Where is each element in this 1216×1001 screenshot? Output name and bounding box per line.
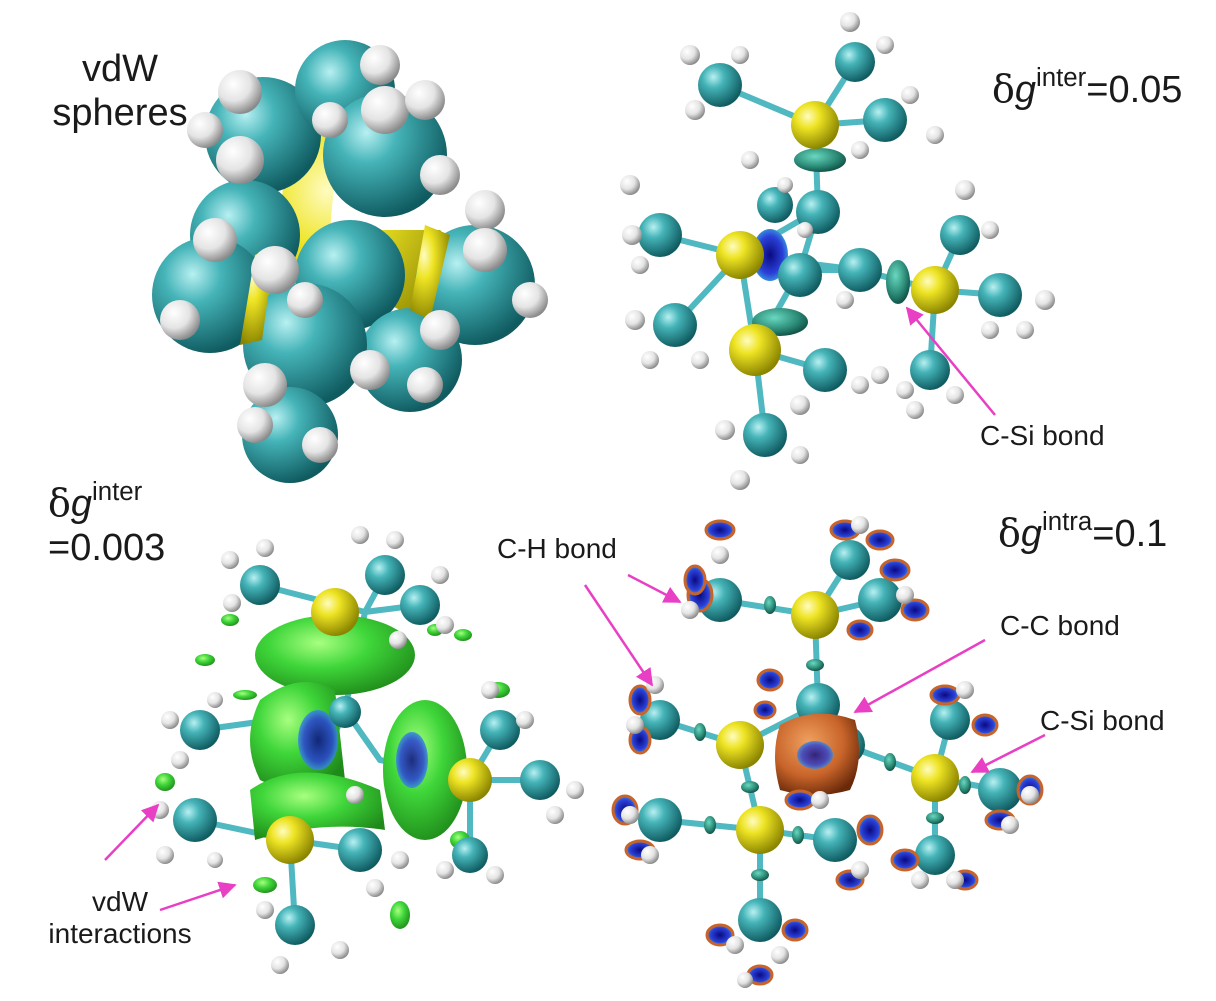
- h-sphere: [237, 407, 273, 443]
- g-symbol: g: [1020, 513, 1043, 555]
- h-sphere: [420, 310, 460, 350]
- label-dg-inter-0003: δginter =0.003: [48, 479, 166, 570]
- c-sphere: [323, 93, 447, 217]
- h-sphere: [463, 228, 507, 272]
- label-vdw-spheres-line1: vdW: [82, 48, 158, 90]
- h-sphere: [187, 112, 223, 148]
- label-ch-bond: C-H bond: [497, 533, 617, 564]
- g-symbol: g: [1014, 69, 1037, 111]
- h-sphere: [360, 45, 400, 85]
- value: =0.003: [48, 526, 166, 569]
- delta-symbol: δ: [48, 481, 71, 525]
- label-vdw-interactions-line2: interactions: [48, 918, 192, 950]
- h-sphere: [251, 246, 299, 294]
- arrow-vdw-1: [104, 803, 160, 861]
- h-sphere: [287, 282, 323, 318]
- intra-isosurfaces: [611, 516, 1044, 988]
- h-sphere: [350, 350, 390, 390]
- arrow-ch-2: [583, 584, 654, 687]
- g-symbol: g: [70, 483, 93, 525]
- h-sphere: [218, 70, 262, 114]
- si-band: [410, 225, 450, 320]
- vdw-surface: [255, 615, 415, 695]
- h-sphere: [216, 136, 264, 184]
- label-csi-bond-top: C-Si bond: [980, 420, 1105, 451]
- value: =0.1: [1092, 513, 1168, 555]
- h-sphere: [407, 367, 443, 403]
- bs2-atoms: [151, 526, 584, 974]
- h-sphere: [405, 80, 445, 120]
- arrow-cc: [853, 638, 986, 714]
- delta-symbol: δ: [992, 67, 1015, 111]
- arrow-csi-top: [905, 306, 996, 416]
- label-vdw-interactions: vdW interactions: [25, 886, 215, 950]
- h-sphere: [420, 155, 460, 195]
- superscript: inter: [92, 477, 143, 506]
- h-sphere: [243, 363, 287, 407]
- h-sphere: [193, 218, 237, 262]
- h-sphere: [361, 86, 409, 134]
- bs1-isosurfaces: [752, 148, 910, 336]
- superscript: inter: [1036, 63, 1087, 92]
- arrow-vdw-2: [159, 881, 237, 912]
- h-sphere: [512, 282, 548, 318]
- label-cc-bond: C-C bond: [1000, 610, 1120, 641]
- arrow-csi-bottom: [970, 733, 1046, 774]
- label-csi-bond-bottom: C-Si bond: [1040, 705, 1165, 736]
- arrow-ch-1: [627, 573, 682, 604]
- delta-symbol: δ: [998, 511, 1021, 555]
- label-vdw-spheres-line2: spheres: [52, 91, 188, 134]
- superscript: intra: [1042, 507, 1093, 536]
- h-sphere: [465, 190, 505, 230]
- spacefill-molecule: [152, 40, 548, 483]
- label-dg-inter-005: δginter=0.05: [992, 65, 1183, 113]
- h-sphere: [312, 102, 348, 138]
- value: =0.05: [1086, 69, 1183, 111]
- h-sphere: [302, 427, 338, 463]
- label-vdw-spheres: vdW spheres: [40, 48, 200, 135]
- h-sphere: [160, 300, 200, 340]
- label-vdw-interactions-line1: vdW: [92, 886, 148, 917]
- bs1-atoms: [620, 12, 1055, 490]
- label-dg-intra-01: δgintra=0.1: [998, 509, 1168, 557]
